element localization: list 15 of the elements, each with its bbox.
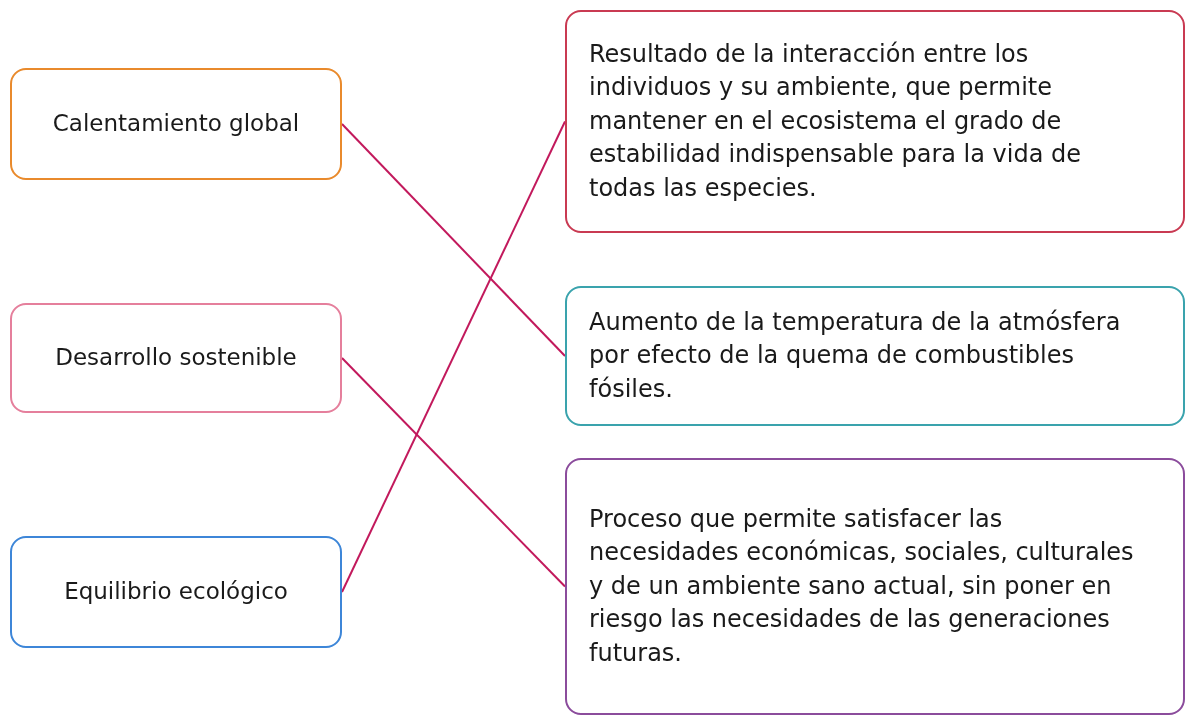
- term-text: Desarrollo sostenible: [55, 343, 297, 373]
- definition-text: Resultado de la interacción entre los individuos y su ambiente, que permite mantener en el ecosistema el grado de estabilidad indispensable para la vida de todas las especies.: [589, 38, 1083, 204]
- matching-line: [341, 123, 566, 357]
- definition-box: [565, 286, 1185, 426]
- term-box: [10, 536, 342, 648]
- term-text: Equilibrio ecológico: [64, 577, 288, 607]
- definition-box: [565, 10, 1185, 233]
- definition-text: Proceso que permite satisfacer las necesidades económicas, sociales, culturales y de un ambiente sano actual, sin poner en riesgo las necesidades de las generaciones futuras.: [589, 503, 1135, 669]
- matching-line: [341, 357, 566, 588]
- definition-box: [565, 458, 1185, 715]
- definition-text: Aumento de la temperatura de la atmósfera por efecto de la quema de combustibles fósiles.: [589, 306, 1122, 405]
- term-text: Calentamiento global: [52, 109, 300, 139]
- term-box: [10, 68, 342, 180]
- matching-line: [341, 120, 566, 593]
- term-box: [10, 303, 342, 413]
